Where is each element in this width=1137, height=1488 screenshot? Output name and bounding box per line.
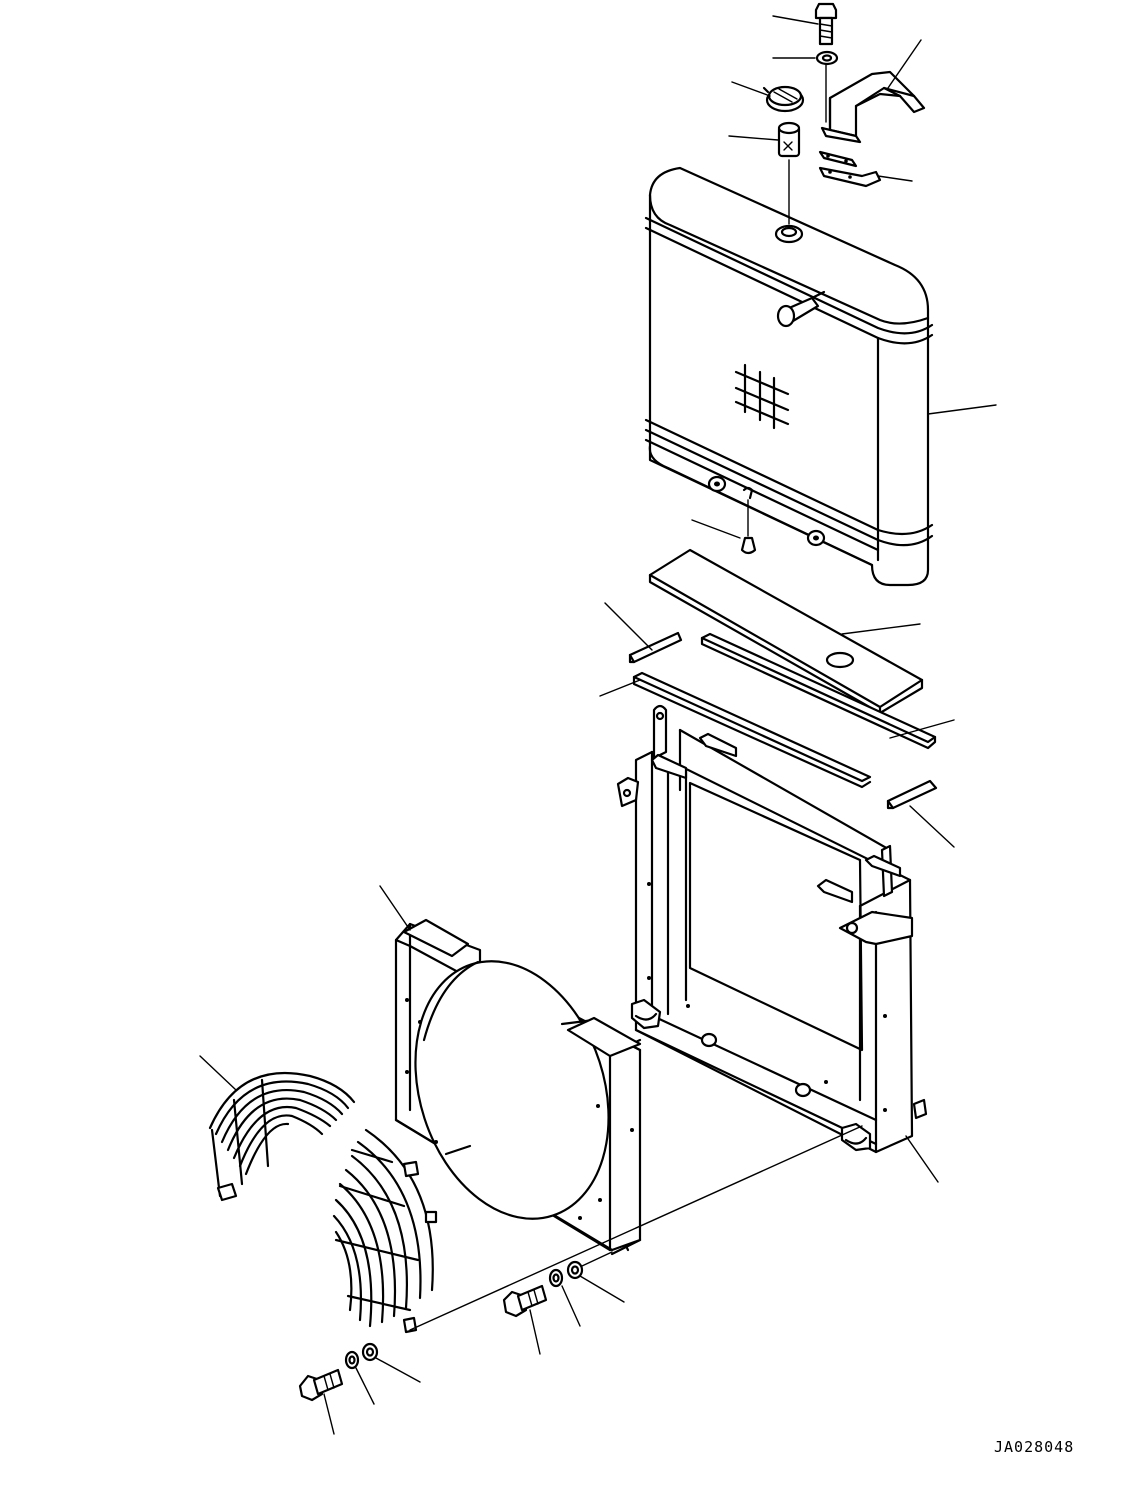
mounting-bracket	[822, 72, 924, 142]
radiator-cap	[764, 87, 803, 111]
drawing-code: JA028048	[994, 1438, 1075, 1456]
leader-lines	[200, 16, 996, 1434]
drain-plug	[742, 538, 755, 553]
assembly-lines	[410, 64, 862, 1330]
short-strip-right	[888, 781, 936, 808]
washer-left-1	[346, 1352, 358, 1368]
washer-center-1	[550, 1270, 562, 1286]
fan-shroud	[384, 920, 641, 1254]
bolt-center	[504, 1286, 546, 1316]
long-strip-lower	[634, 673, 870, 787]
short-strip-left	[630, 633, 681, 662]
bolt-left	[300, 1370, 342, 1400]
bracket-plate-upper	[820, 152, 856, 166]
fan-guard	[210, 1073, 436, 1332]
bracket-plate-lower	[820, 168, 880, 186]
washer-left-2	[363, 1344, 377, 1360]
filler-neck	[779, 123, 799, 156]
radiator-frame	[618, 706, 926, 1152]
long-strip-upper	[702, 634, 935, 748]
top-bolt	[816, 4, 836, 44]
washer-center-2	[568, 1262, 582, 1278]
radiator-assembly	[646, 168, 932, 585]
top-washer	[817, 52, 837, 64]
